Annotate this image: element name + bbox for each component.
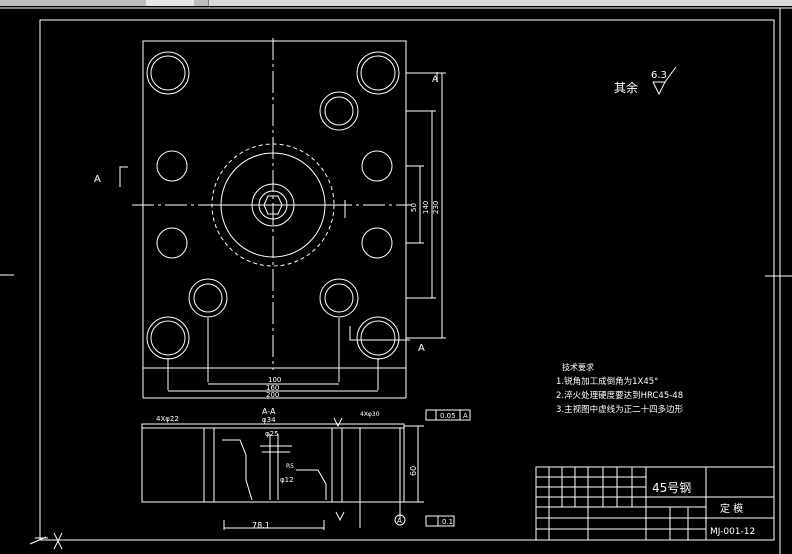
dim-v-50: 50 xyxy=(410,203,418,212)
tolerance-value: 0.05 xyxy=(440,412,456,420)
flatness-value: 0.1 xyxy=(442,518,453,526)
note-4x-hole-right: 4Xφ30 xyxy=(360,411,380,418)
datum-circle-label: A xyxy=(397,517,402,525)
roughness-prefix: 其余 xyxy=(614,80,638,95)
dim-bottom: 78.1 xyxy=(252,521,270,530)
corner-holes xyxy=(146,51,400,360)
part-name: 定 模 xyxy=(720,502,743,515)
dim-height: 60 xyxy=(409,466,418,476)
material: 45号钢 xyxy=(652,481,691,495)
toolbar-segment[interactable] xyxy=(194,0,209,6)
section-view: A-A 60 78.1 φ34 φ25 φ12 R5 4Xφ22 4Xφ30 0… xyxy=(141,407,471,530)
roughness-value: 6.3 xyxy=(651,70,667,81)
horizontal-dimensions: 100 160 200 xyxy=(142,318,407,399)
dim-v-230: 230 xyxy=(432,201,440,214)
dim-h-100: 100 xyxy=(268,376,281,384)
dim-phi12: φ12 xyxy=(280,476,294,484)
plan-view: 50 140 230 100 160 200 A A A xyxy=(94,38,446,399)
technical-requirements: 技术要求 1.锐角加工成倒角为1X45° 2.淬火处理硬度要达到HRC45-48… xyxy=(556,362,684,415)
section-arrow-label: A xyxy=(432,75,439,85)
tolerance-datum: A xyxy=(463,412,468,420)
hidden-24gon xyxy=(211,143,335,267)
section-title: A-A xyxy=(262,407,276,416)
requirement-3: 3.主视图中虚线为正二十四多边形 xyxy=(556,404,684,415)
guide-holes xyxy=(188,91,359,318)
note-4x-hole: 4Xφ22 xyxy=(156,415,179,423)
title-block: 45号钢 定 模 MJ-001-12 xyxy=(535,466,775,541)
dim-phi25: φ25 xyxy=(265,430,279,438)
ucs-icon xyxy=(29,532,63,550)
section-label-left: A xyxy=(94,174,101,185)
drawing-frame xyxy=(39,19,775,541)
section-markers: A A A xyxy=(94,72,439,354)
dim-r5: R5 xyxy=(286,463,294,470)
requirement-2: 2.淬火处理硬度要达到HRC45-48 xyxy=(556,390,683,401)
drawing-number: MJ-001-12 xyxy=(710,527,755,537)
requirements-title: 技术要求 xyxy=(562,362,594,372)
dim-h-200: 200 xyxy=(266,391,279,399)
dim-h-160: 160 xyxy=(266,384,279,392)
dim-v-140: 140 xyxy=(422,201,430,214)
dim-phi34: φ34 xyxy=(262,416,276,424)
vertical-dimensions: 50 140 230 xyxy=(406,72,446,339)
screw-holes xyxy=(156,150,393,259)
roughness-symbol: 其余 6.3 xyxy=(614,66,677,96)
requirement-1: 1.锐角加工成倒角为1X45° xyxy=(556,376,658,387)
toolbar-strip xyxy=(0,0,792,6)
section-label-right: A xyxy=(418,343,425,354)
